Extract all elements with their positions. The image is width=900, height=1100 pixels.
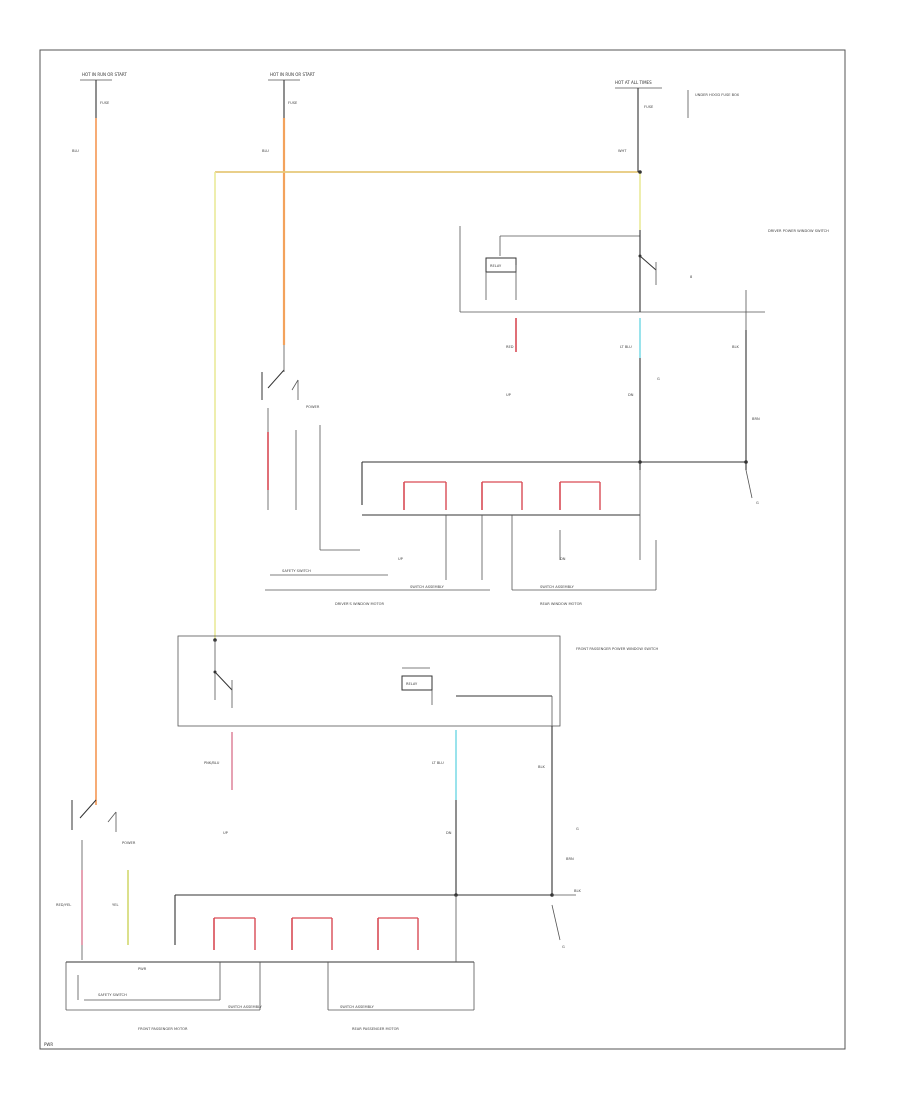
lower-left-switch: POWER RED/YEL YEL [56, 799, 136, 960]
footer-lower-right: SWITCH ASSEMBLY [340, 1005, 375, 1009]
sw-label-power-l: POWER [122, 841, 136, 845]
power-source-right-label: HOT AT ALL TIMES [615, 80, 652, 85]
power-source-left-label: HOT IN RUN OR START [82, 72, 127, 77]
ground-label-u: G [657, 377, 660, 381]
dn-label-l: DN [446, 831, 452, 835]
fuse-left-label: FUSE [100, 101, 110, 105]
pin-u2: DN [560, 557, 566, 561]
footer-upper-mid: SWITCH ASSEMBLY [410, 585, 445, 589]
page-id: PWR [44, 1042, 53, 1047]
footer-lower-left: SAFETY SWITCH [98, 993, 127, 997]
lower-right-tag: BLK [574, 889, 581, 893]
power-source-left: HOT IN RUN OR START FUSE [80, 72, 127, 118]
footer-upper-left: SAFETY SWITCH [282, 569, 311, 573]
power-source-mid-label: HOT IN RUN OR START [270, 72, 315, 77]
diagram-frame [39, 49, 846, 1050]
power-source-right: HOT AT ALL TIMES FUSE UNDER HOOD FUSE BO… [615, 80, 740, 130]
ground-label-l: G [576, 827, 579, 831]
pin-l0: PWR [138, 967, 147, 971]
motor-label-driver-right: DRIVER POWER WINDOW SWITCH [768, 229, 829, 233]
wire-label-3: WHT [618, 149, 627, 153]
motor-label-upper-left: DRIVER'S WINDOW MOTOR [335, 602, 385, 606]
relay-upper-label: RELAY [490, 264, 502, 268]
upper-relay-block: RELAY 8 DRIVER POWER WINDOW SWITCH [459, 226, 829, 330]
wire-label-1: BLU [72, 149, 79, 153]
wire-tag-cyan-u: LT BLU [620, 345, 632, 349]
pin-u1: UP [398, 557, 404, 561]
wire-label-2: BLU [262, 149, 269, 153]
lower-relay-block: RELAY FRONT PASSENGER POWER WINDOW SWITC… [177, 635, 658, 727]
ground-label-lower-right: G [562, 945, 565, 949]
sw-label-power: POWER [306, 405, 320, 409]
ground-label-upper-right: G [756, 501, 759, 505]
motor-label-lower-left: FRONT PASSENGER MOTOR [138, 1027, 188, 1031]
under-hood-fuse-box-label: UNDER HOOD FUSE BOX [695, 93, 740, 97]
upper-left-switch: POWER [261, 345, 360, 551]
wire-tag-right-u2: BRN [752, 417, 760, 421]
wire-tag-safety-l: RED/YEL [56, 903, 71, 907]
relay-lower-label: RELAY [406, 682, 418, 686]
up-label-u: UP [506, 393, 512, 397]
motor-label-lower-right: REAR PASSENGER MOTOR [352, 1027, 399, 1031]
wire-tag-pink-l: PNK/BLU [204, 761, 220, 765]
lower-switch-pairs: PWR [65, 895, 475, 1010]
power-source-mid: HOT IN RUN OR START FUSE [268, 72, 315, 118]
wire-tag-cyan-l: LT BLU [432, 761, 444, 765]
fuse-right-label: FUSE [644, 105, 654, 109]
wire-tag-red-u: RED [506, 345, 514, 349]
wire-tag-right-u: BLK [732, 345, 739, 349]
footer-upper-right: SWITCH ASSEMBLY [540, 585, 575, 589]
relay-pin-label: 8 [690, 275, 693, 279]
upper-switch-pairs: UP DN [362, 470, 657, 590]
up-label-l: UP [223, 831, 229, 835]
fuse-mid-label: FUSE [288, 101, 298, 105]
lower-switch-label: FRONT PASSENGER POWER WINDOW SWITCH [576, 647, 658, 651]
dn-label-u: DN [628, 393, 634, 397]
motor-label-upper-right: REAR WINDOW MOTOR [540, 602, 582, 606]
wire-tag-right-l2: BRN [566, 857, 574, 861]
wire-tag-safety-l2: YEL [112, 903, 118, 907]
footer-lower-mid: SWITCH ASSEMBLY [228, 1005, 263, 1009]
wire-tag-right-l: BLK [538, 765, 545, 769]
